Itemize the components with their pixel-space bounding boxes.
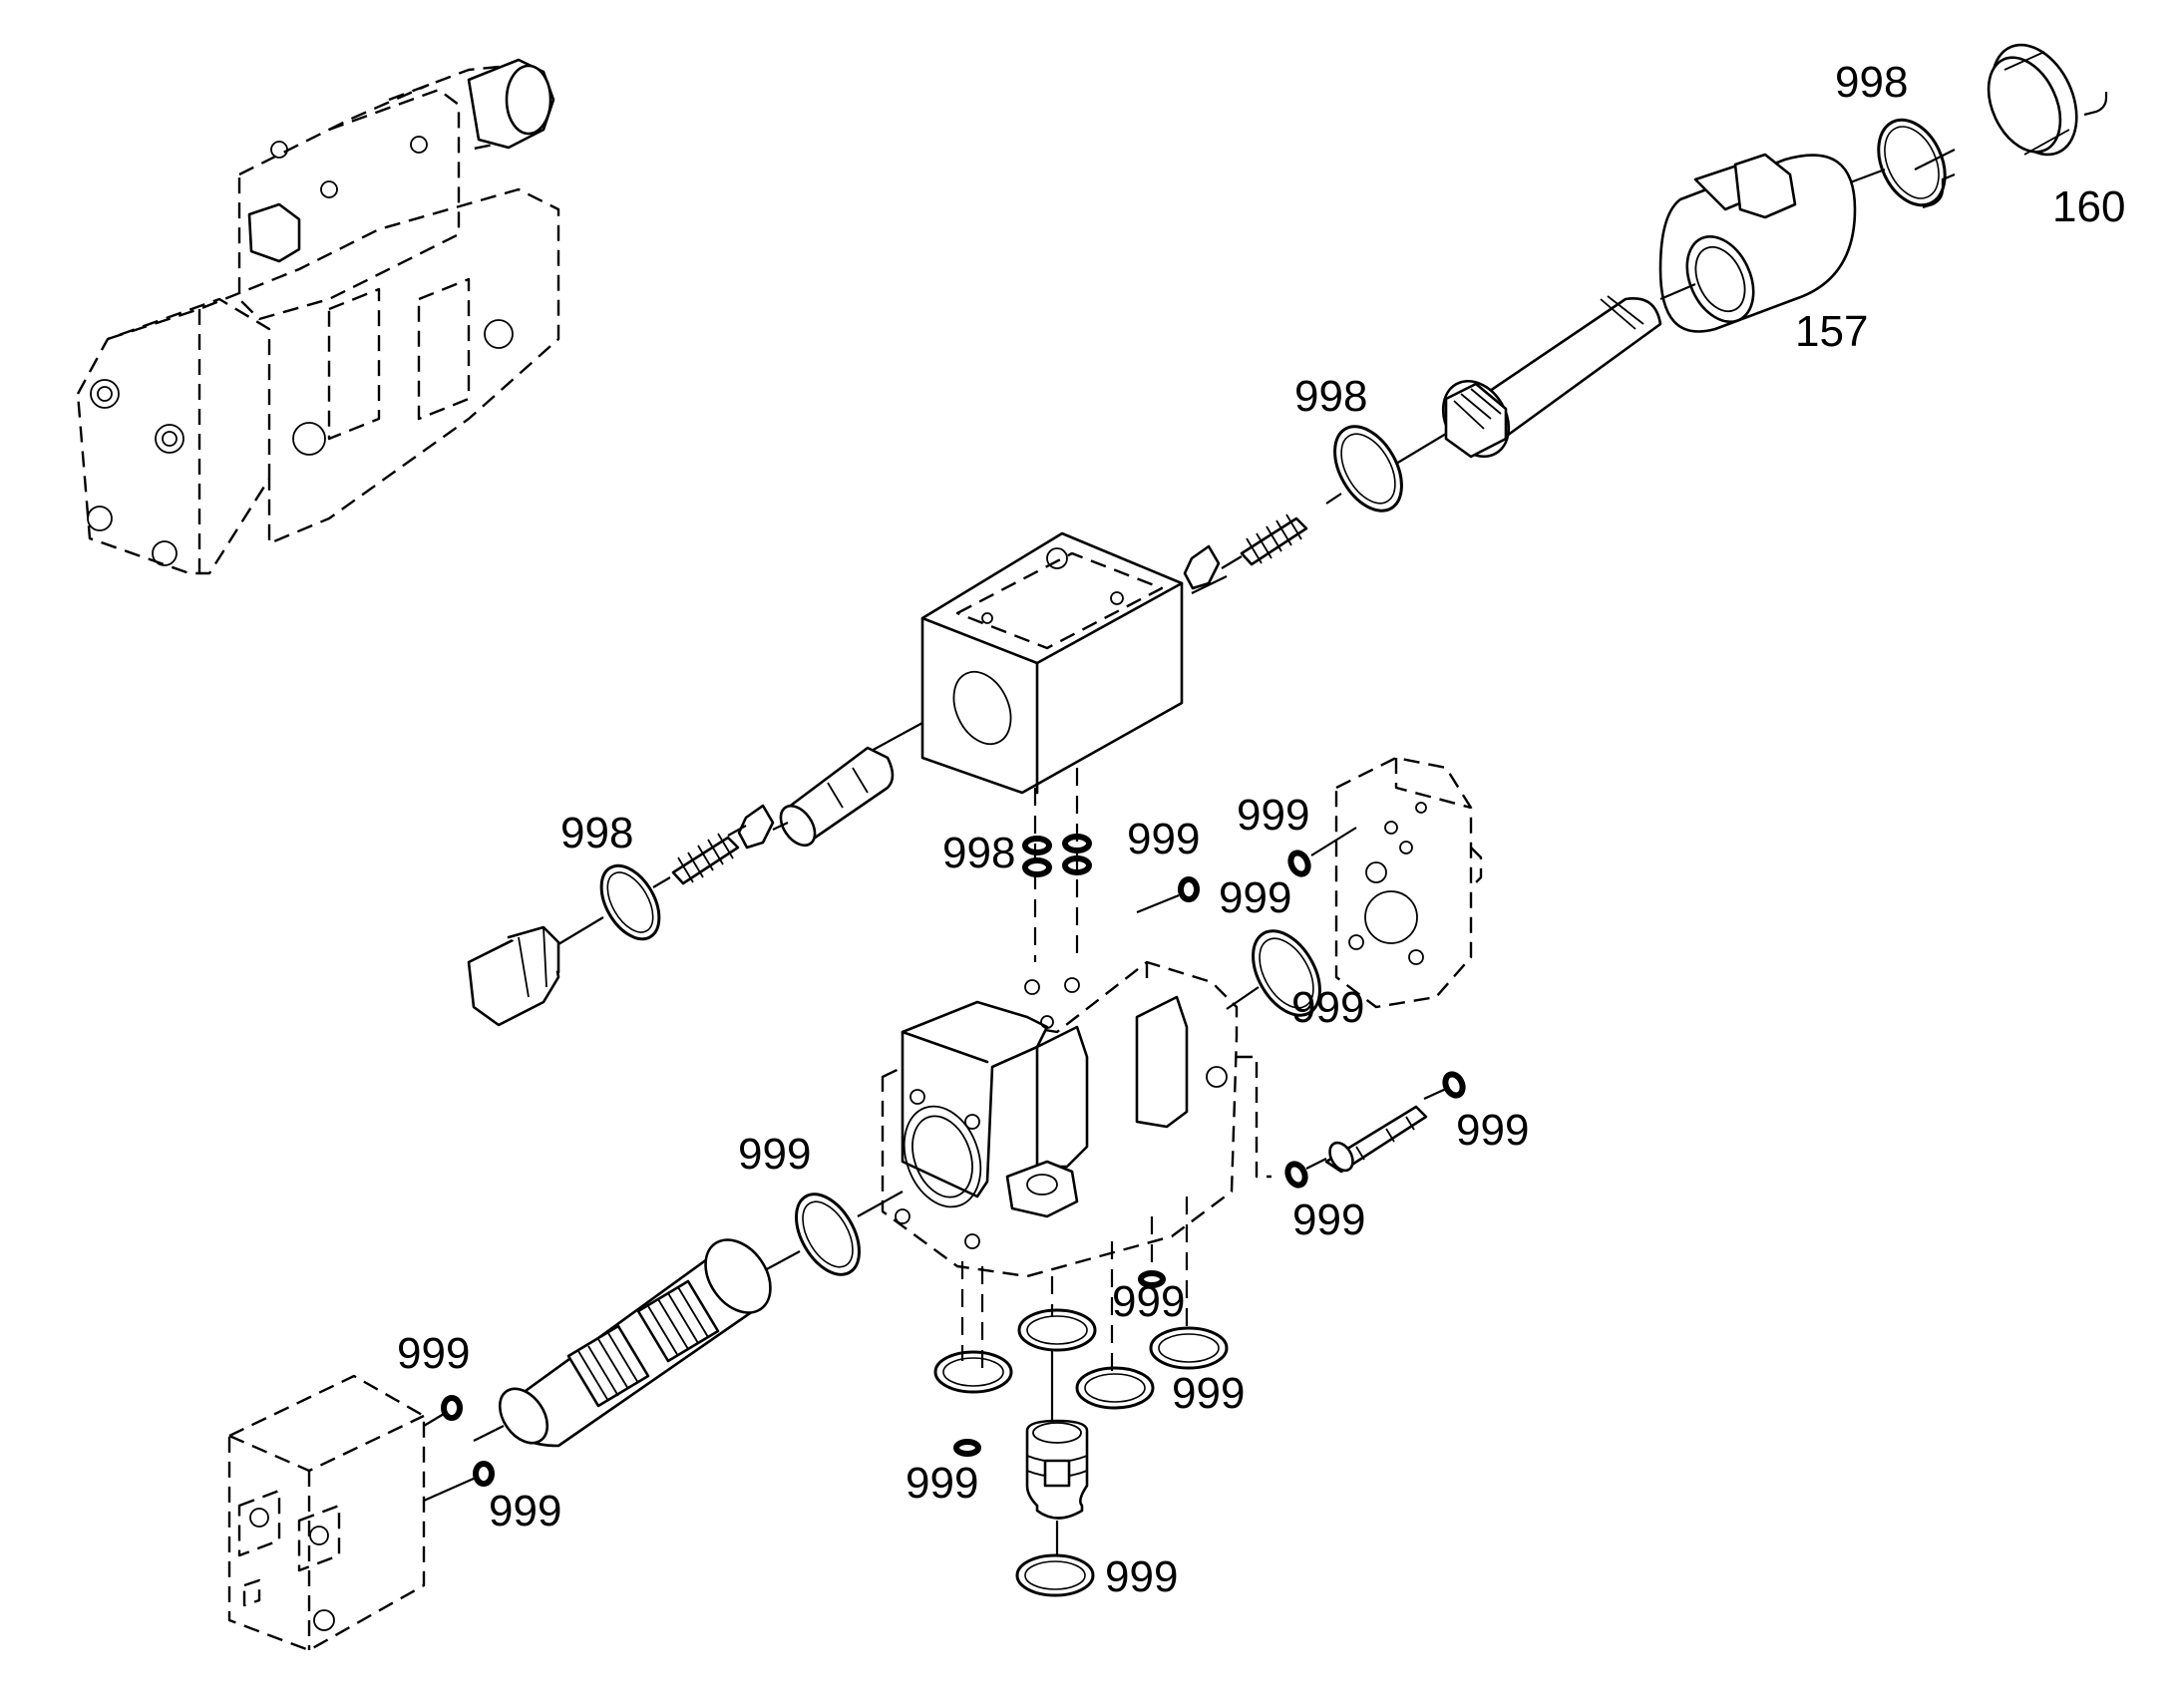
retainer-lower <box>737 804 775 850</box>
callout-999-f: 999 <box>1292 1196 1365 1244</box>
spring-lower <box>671 833 740 885</box>
callout-999-b: 999 <box>1237 791 1309 840</box>
callout-999-j: 999 <box>489 1487 561 1536</box>
o-ring-999-bottom-c-inner <box>1084 1373 1146 1403</box>
callout-999-k: 999 <box>906 1459 978 1508</box>
callout-999-h: 999 <box>1172 1369 1245 1418</box>
main-valve-body <box>881 960 1272 1278</box>
axis-line-left <box>552 876 671 948</box>
o-ring-999-small-b <box>1442 1071 1466 1099</box>
o-ring-999-bottom-f <box>953 1439 981 1457</box>
bracket-160 <box>1922 92 2108 209</box>
o-ring-999-bottom-a <box>933 1350 1013 1394</box>
o-ring-998-left <box>599 863 661 941</box>
o-ring-999-cover <box>1252 929 1321 1017</box>
o-ring-999-bottom-g <box>1015 1553 1095 1597</box>
o-ring-999-port-a <box>1178 876 1200 902</box>
axis-line-pilot <box>867 575 1228 754</box>
callout-999-a: 999 <box>1127 815 1200 863</box>
callout-999-m: 999 <box>1291 983 1364 1032</box>
callout-999-i: 999 <box>397 1329 470 1378</box>
main-spool <box>498 1238 772 1448</box>
callout-999-g: 999 <box>1112 1277 1185 1326</box>
pilot-valve-body <box>920 531 1184 795</box>
o-ring-999-bottom-d-inner <box>1158 1333 1220 1363</box>
o-ring-999-bottom-c <box>1075 1366 1155 1410</box>
o-ring-999-main <box>795 1193 861 1276</box>
callout-998-left: 998 <box>560 809 633 857</box>
retainer-upper <box>1183 544 1221 590</box>
callout-157: 157 <box>1795 307 1868 356</box>
o-ring-998-mid <box>1333 425 1403 512</box>
axis-line-retainer <box>1221 555 1243 569</box>
o-ring-999-bottom-a-inner <box>942 1357 1004 1387</box>
small-pilot-spool <box>1324 1105 1428 1174</box>
o-ring-999-bottom-e <box>1138 1270 1166 1288</box>
axis-line-mid <box>1325 493 1342 505</box>
callout-999-c: 999 <box>1219 873 1291 922</box>
plug <box>467 925 560 1027</box>
axis-line-cover <box>1226 986 1260 1010</box>
o-ring-999-bottom-b-inner <box>1026 1315 1088 1345</box>
o-rings-998-center <box>1022 834 1092 877</box>
callout-998-mid: 998 <box>1294 372 1367 421</box>
callout-999-l: 999 <box>1105 1552 1178 1601</box>
callout-160: 160 <box>2052 182 2125 231</box>
callout-999-e: 999 <box>1456 1106 1529 1155</box>
axis-line-spool <box>473 1425 505 1442</box>
pilot-spool <box>779 746 895 848</box>
axis-line-retainer-lower <box>727 822 789 837</box>
spring-upper <box>1240 513 1308 566</box>
axis-line-main <box>762 1191 904 1272</box>
axis-line-port-b <box>1310 827 1357 856</box>
cover-plate-right <box>1334 756 1483 1009</box>
o-ring-999-bottom-b <box>1017 1308 1097 1352</box>
o-ring-998-top <box>1877 118 1947 207</box>
end-cap <box>227 1374 426 1652</box>
callout-998-top: 998 <box>1835 58 1908 107</box>
axis-line-small <box>1305 1087 1447 1170</box>
check-valve-cartridge <box>1025 1419 1089 1520</box>
o-ring-999-cap-a <box>441 1395 463 1421</box>
o-ring-999-cap-b <box>473 1461 495 1487</box>
pilot-port-lines <box>1033 768 1079 962</box>
axis-line-cap <box>423 1413 477 1503</box>
o-ring-999-port-b <box>1287 850 1311 877</box>
axis-line-upper <box>1395 282 1696 465</box>
lock-nut-160 <box>1987 43 2078 157</box>
callout-999-d: 999 <box>738 1130 811 1179</box>
port-line-a <box>960 1261 984 1371</box>
axis-line-port-a <box>1136 893 1180 914</box>
o-ring-999-bottom-g-inner <box>1024 1560 1086 1590</box>
assembled-valve <box>76 58 560 575</box>
o-ring-999-bottom-d <box>1149 1326 1229 1370</box>
o-ring-999-small-a <box>1284 1161 1308 1189</box>
coil-157 <box>1658 153 1857 333</box>
armature-tube <box>1441 295 1662 459</box>
callout-998-center: 998 <box>942 829 1015 877</box>
